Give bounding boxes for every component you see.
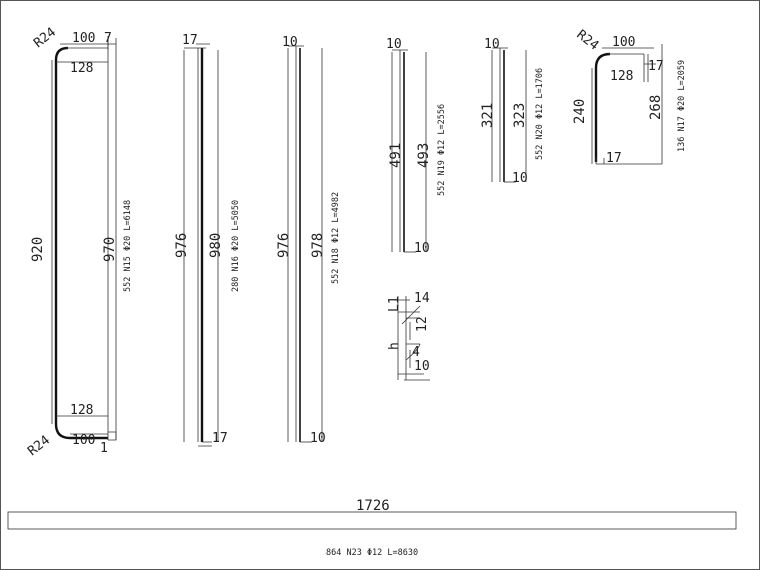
n15-bot-w: 100 xyxy=(72,433,95,448)
detail-h: h xyxy=(387,342,402,350)
n17-bot-w: 17 xyxy=(606,151,622,166)
n19-label: 552 N19 Φ12 L=2556 xyxy=(437,104,447,196)
bar-n20: 10 321 323 552 N20 Φ12 L=1706 10 xyxy=(480,37,545,186)
n15-top-w: 100 xyxy=(72,31,95,46)
bar-n18: 10 976 978 552 N18 Φ12 L=4982 10 xyxy=(276,35,341,446)
n18-label: 552 N18 Φ12 L=4982 xyxy=(331,192,341,284)
n17-right-len: 268 xyxy=(648,95,664,120)
n20-left-len: 321 xyxy=(480,103,496,128)
detail-v12: 12 xyxy=(415,316,430,332)
n16-label: 280 N16 Φ20 L=5050 xyxy=(231,200,241,292)
n15-left-len: 920 xyxy=(30,237,46,262)
n20-label: 552 N20 Φ12 L=1706 xyxy=(535,68,545,160)
n16-top-w: 17 xyxy=(182,33,198,48)
n18-top-w: 10 xyxy=(282,35,298,50)
n16-left-len: 976 xyxy=(174,233,190,258)
n17-left-len: 240 xyxy=(572,99,588,124)
n20-top-w: 10 xyxy=(484,37,500,52)
n19-bot-w: 10 xyxy=(414,241,430,256)
n23-length: 1726 xyxy=(356,498,390,514)
bar-n23: 1726 864 N23 Φ12 L=8630 xyxy=(7,498,737,558)
n16-bot-w: 17 xyxy=(212,431,228,446)
n15-top-h: 7 xyxy=(104,31,112,46)
n19-right-len: 493 xyxy=(416,143,432,168)
n18-bot-w: 10 xyxy=(310,431,326,446)
n15-right-len: 970 xyxy=(102,237,118,262)
bar-n16: 17 976 980 280 N16 Φ20 L=5050 17 xyxy=(174,33,241,447)
n15-label: 552 N15 Φ20 L=6148 xyxy=(123,200,133,292)
n16-right-len: 980 xyxy=(208,233,224,258)
n19-left-len: 491 xyxy=(388,143,404,168)
n17-top-w: 100 xyxy=(612,35,635,50)
n18-left-len: 976 xyxy=(276,233,292,258)
n20-bot-w: 10 xyxy=(512,171,528,186)
detail-w14: 14 xyxy=(414,291,430,306)
n23-label: 864 N23 Φ12 L=8630 xyxy=(326,548,418,558)
n15-top-inner: 128 xyxy=(70,61,93,76)
n17-top-inner: 128 xyxy=(610,69,633,84)
n19-top-w: 10 xyxy=(386,37,402,52)
n17-label: 136 N17 Φ20 L=2059 xyxy=(677,60,687,152)
n15-bot-h: 1 xyxy=(100,441,108,456)
detail-l1: L1 xyxy=(387,296,402,312)
bar-n19: 10 491 493 552 N19 Φ12 L=2556 10 xyxy=(386,37,447,256)
hook-detail: L1 14 12 h 4 10 xyxy=(387,291,430,381)
detail-v10: 10 xyxy=(414,359,430,374)
detail-v4: 4 xyxy=(412,345,420,360)
n20-right-len: 323 xyxy=(512,103,528,128)
n17-top-h: 17 xyxy=(648,59,664,74)
n18-right-len: 978 xyxy=(310,233,326,258)
n15-bot-inner: 128 xyxy=(70,403,93,418)
